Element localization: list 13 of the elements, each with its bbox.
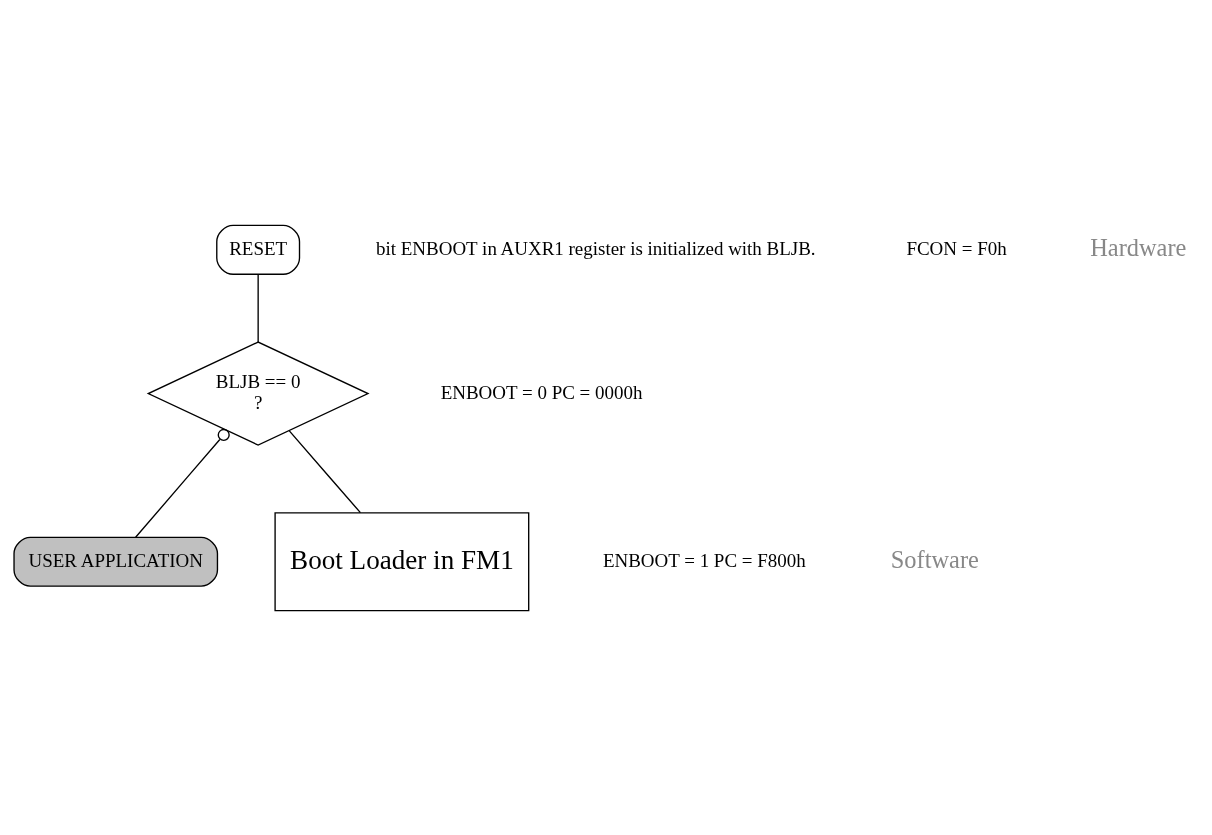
label: ENBOOT = 1 PC = F800h [602,549,806,571]
label: Software [890,545,979,573]
node-box: USER APPLICATION [13,536,219,587]
label: bit ENBOOT in AUXR1 register is initialized with BLJB. [376,237,816,259]
node-diamond: BLJB == 0 ? [146,340,370,446]
label: ENBOOT = 0 PC = 0000h [440,381,643,403]
connector [257,273,259,343]
node-box: Boot Loader in FM1 [274,511,530,611]
label: FCON = F0h [906,237,1007,259]
connector [134,428,230,538]
node-box: RESET [216,224,301,275]
connector [288,429,362,513]
label: Hardware [1090,233,1187,261]
